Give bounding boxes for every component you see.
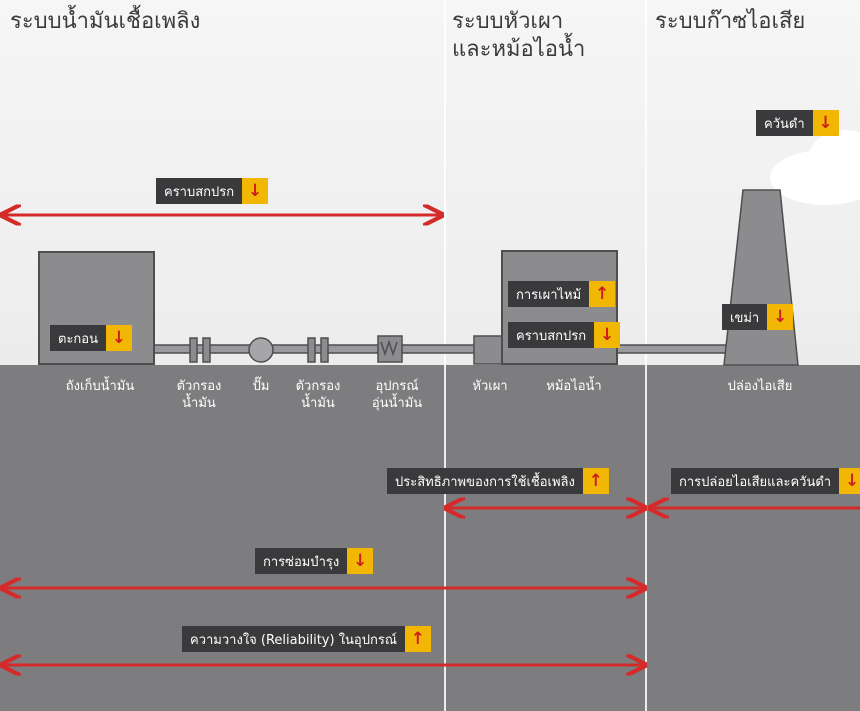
badge-dirt-boiler: คราบสกปรก ↓ xyxy=(508,322,621,348)
badge-text: เขม่า xyxy=(722,304,768,330)
badge-text: ประสิทธิภาพของการใช้เชื้อเพลิง xyxy=(387,468,583,494)
badge-efficiency: ประสิทธิภาพของการใช้เชื้อเพลิง ↑ xyxy=(387,468,609,494)
badge-text: ตะกอน xyxy=(50,325,106,351)
arrow-up-icon: ↑ xyxy=(404,626,431,652)
filter-1-shape xyxy=(189,337,198,363)
section-title-fuel: ระบบน้ำมันเชื้อเพลิง xyxy=(10,9,201,34)
badge-text: การปล่อยไอเสียและควันดำ xyxy=(671,468,840,494)
arrow-down-icon: ↓ xyxy=(767,304,794,330)
section-divider xyxy=(645,0,647,711)
arrow-down-icon: ↓ xyxy=(839,468,860,494)
section-title-burner: ระบบหัวเผา และหม้อไอน้ำ xyxy=(452,9,586,62)
label-tank: ถังเก็บน้ำมัน xyxy=(65,379,135,394)
label-filter-1: ตัวกรอง น้ำมัน xyxy=(176,379,222,411)
section-title-exhaust: ระบบก๊าซไอเสีย xyxy=(655,9,806,34)
arrow-down-icon: ↓ xyxy=(242,178,269,204)
badge-soot: เขม่า ↓ xyxy=(722,304,794,330)
arrow-down-icon: ↓ xyxy=(347,548,374,574)
filter-1-shape xyxy=(202,337,211,363)
badge-text: คราบสกปรก xyxy=(156,178,243,204)
label-pump: ปั๊ม xyxy=(252,379,270,394)
badge-dirt-fuel: คราบสกปรก ↓ xyxy=(156,178,269,204)
filter-2-shape xyxy=(307,337,316,363)
label-burner: หัวเผา xyxy=(472,379,508,394)
arrow-down-icon: ↓ xyxy=(812,110,839,136)
label-heater: อุปกรณ์ อุ่นน้ำมัน xyxy=(371,379,423,411)
label-boiler: หม้อไอน้ำ xyxy=(546,379,602,394)
arrow-up-icon: ↑ xyxy=(582,468,609,494)
badge-combustion: การเผาไหม้ ↑ xyxy=(508,281,616,307)
label-stack: ปล่องไอเสีย xyxy=(727,379,793,394)
badge-text: ควันดำ xyxy=(756,110,813,136)
badge-black-smoke: ควันดำ ↓ xyxy=(756,110,839,136)
badge-sediment: ตะกอน ↓ xyxy=(50,325,132,351)
badge-maintenance: การซ่อมบำรุง ↓ xyxy=(255,548,374,574)
badge-text: ความวางใจ (Reliability) ในอุปกรณ์ xyxy=(182,626,405,652)
badge-text: การเผาไหม้ xyxy=(508,281,590,307)
arrow-up-icon: ↑ xyxy=(589,281,616,307)
label-filter-2: ตัวกรอง น้ำมัน xyxy=(295,379,341,411)
arrow-down-icon: ↓ xyxy=(106,325,132,351)
ground-background xyxy=(0,365,860,711)
heater-shape xyxy=(377,335,403,363)
badge-text: การซ่อมบำรุง xyxy=(255,548,348,574)
badge-reliability: ความวางใจ (Reliability) ในอุปกรณ์ ↑ xyxy=(182,626,431,652)
section-divider xyxy=(444,0,446,711)
filter-2-shape xyxy=(320,337,329,363)
badge-emissions: การปล่อยไอเสียและควันดำ ↓ xyxy=(671,468,860,494)
pump-shape xyxy=(248,337,274,363)
badge-text: คราบสกปรก xyxy=(508,322,595,348)
heater-coil xyxy=(380,339,398,357)
arrow-down-icon: ↓ xyxy=(594,322,621,348)
smoke-cloud-puff xyxy=(810,130,860,180)
